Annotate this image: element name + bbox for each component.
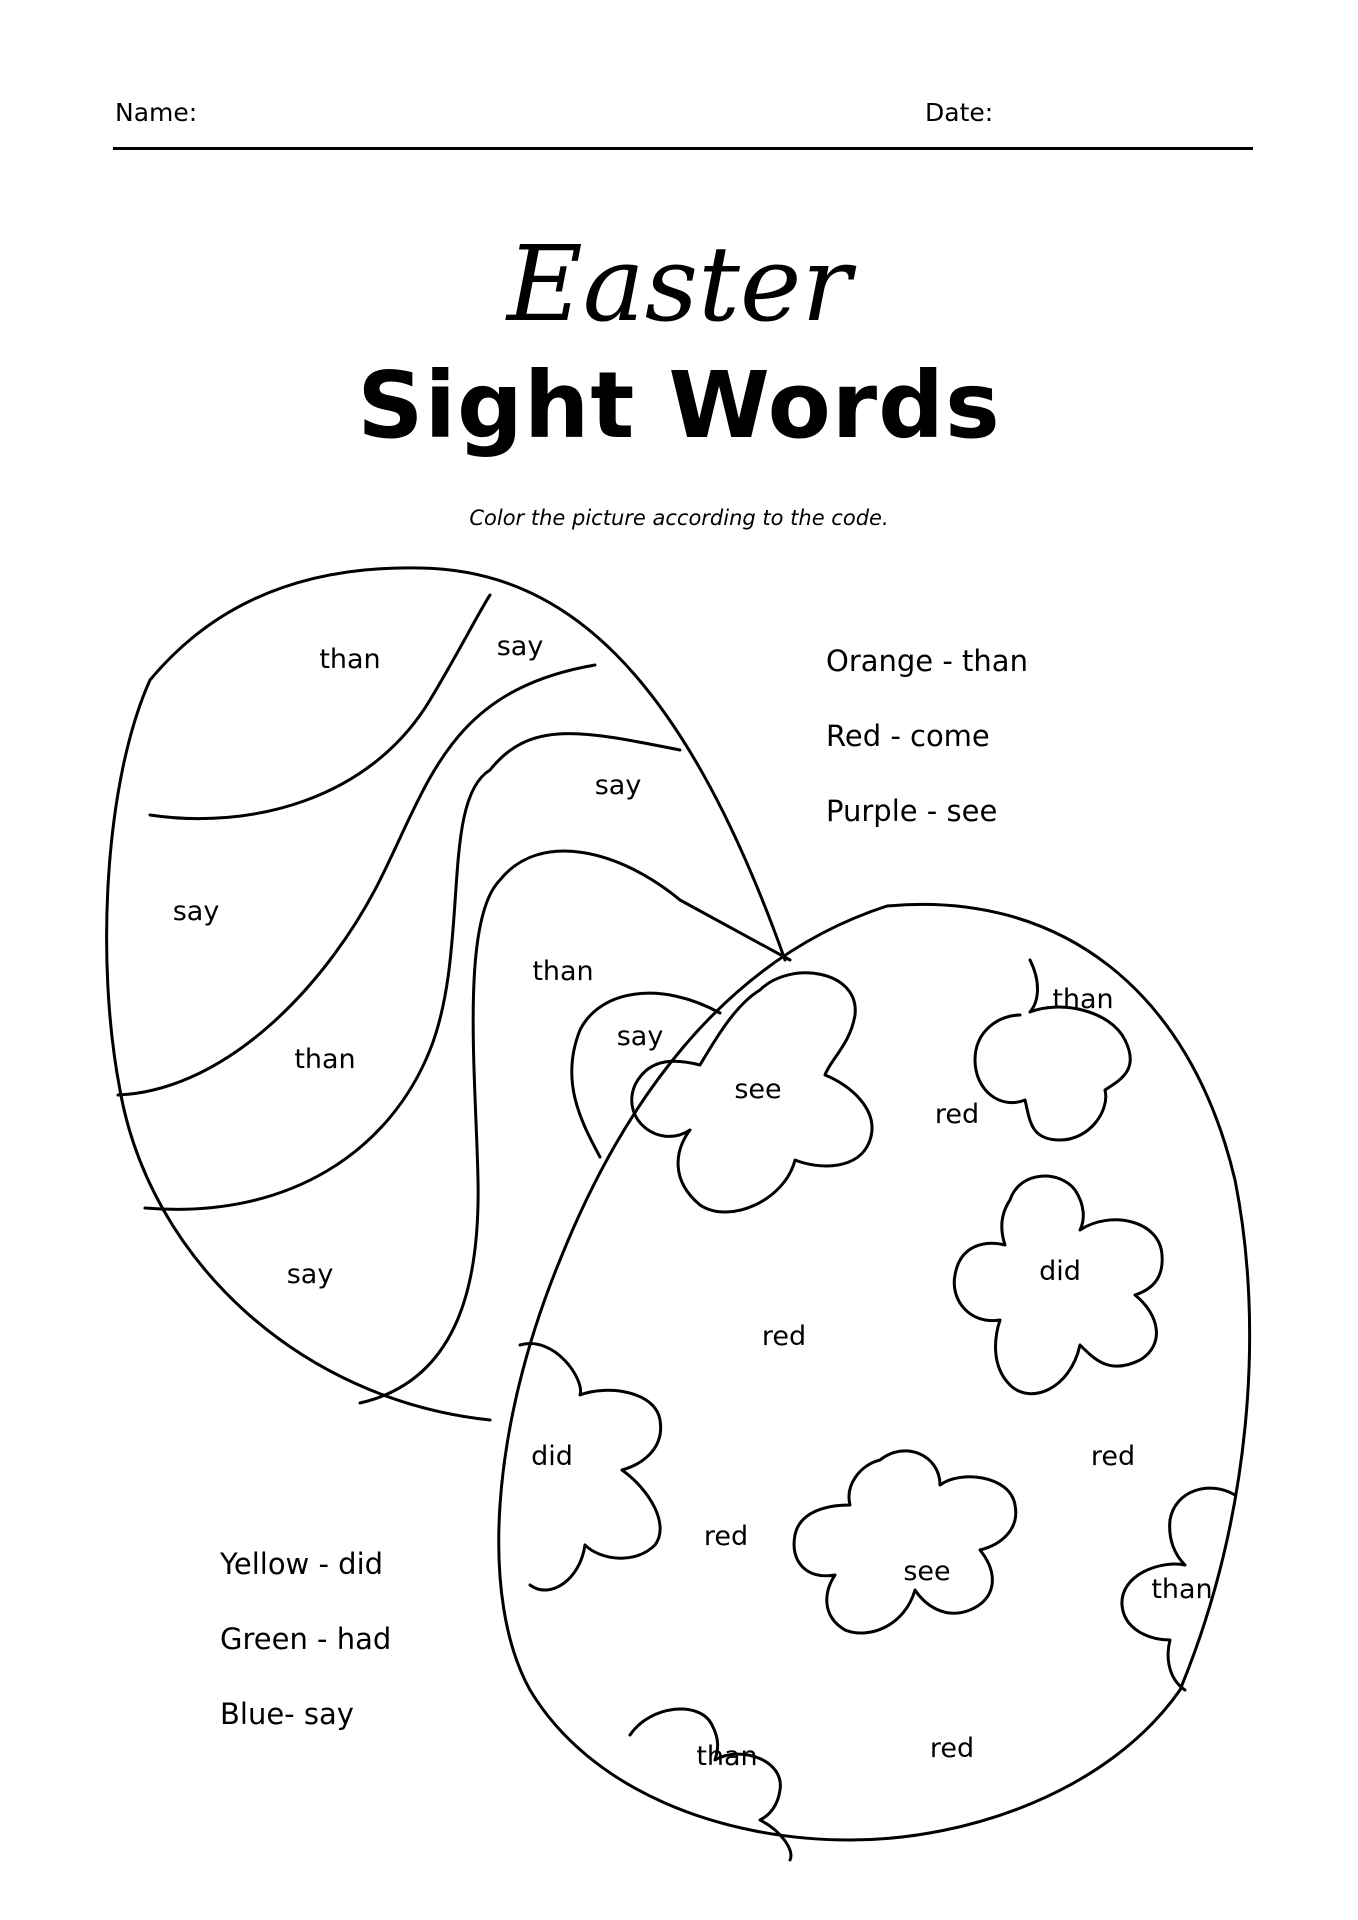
color-key-yellow: Yellow - did <box>220 1547 384 1581</box>
egg-word: than <box>532 956 593 987</box>
egg-word: see <box>903 1556 950 1587</box>
right-egg-outline <box>497 902 1252 1842</box>
color-key-orange: Orange - than <box>826 644 1028 678</box>
color-key-green: Green - had <box>220 1622 392 1656</box>
egg-word: red <box>1091 1441 1135 1472</box>
flower-shape <box>973 958 1132 1142</box>
egg-word: than <box>294 1044 355 1075</box>
header: Name: Date: <box>113 92 1253 150</box>
name-label: Name: <box>115 98 198 127</box>
egg-word: than <box>696 1741 757 1772</box>
egg-word: say <box>497 631 544 662</box>
left-egg-outline <box>105 566 787 1422</box>
header-rule <box>113 147 1253 150</box>
color-key-red: Red - come <box>826 719 990 753</box>
egg-word: say <box>173 896 220 927</box>
egg-word: say <box>617 1021 664 1052</box>
color-key-purple: Purple - see <box>826 794 998 828</box>
title-easter: Easter <box>506 223 852 345</box>
egg-word: than <box>319 644 380 675</box>
egg-word: red <box>762 1321 806 1352</box>
egg-word: red <box>935 1099 979 1130</box>
egg-word: than <box>1052 984 1113 1015</box>
flower-shape <box>792 1449 1018 1635</box>
flower-shape <box>628 1707 793 1862</box>
egg-word: say <box>287 1259 334 1290</box>
egg-word: than <box>1151 1574 1212 1605</box>
flower-shape <box>952 1174 1164 1396</box>
right-egg-words: see than red did red did red red see tha… <box>531 984 1213 1772</box>
egg-word: did <box>1039 1256 1081 1287</box>
left-egg-stripe <box>570 991 722 1159</box>
egg-word: see <box>734 1074 781 1105</box>
left-egg-stripe <box>116 663 597 1097</box>
left-egg-stripe <box>143 732 682 1211</box>
egg-word: did <box>531 1441 573 1472</box>
left-egg-stripe <box>148 593 492 821</box>
left-egg-words: than say say say than than say say <box>173 631 664 1290</box>
date-label: Date: <box>925 98 994 127</box>
title-sight-words: Sight Words <box>357 352 1001 459</box>
left-egg-stripe <box>358 849 792 1405</box>
flower-shape <box>518 1342 663 1592</box>
color-key-blue: Blue- say <box>220 1697 354 1731</box>
egg-word: red <box>930 1733 974 1764</box>
flower-shape <box>1120 1486 1237 1692</box>
egg-word: say <box>595 770 642 801</box>
instructions: Color the picture according to the code. <box>469 506 889 530</box>
egg-word: red <box>704 1521 748 1552</box>
flower-shape <box>630 971 874 1214</box>
